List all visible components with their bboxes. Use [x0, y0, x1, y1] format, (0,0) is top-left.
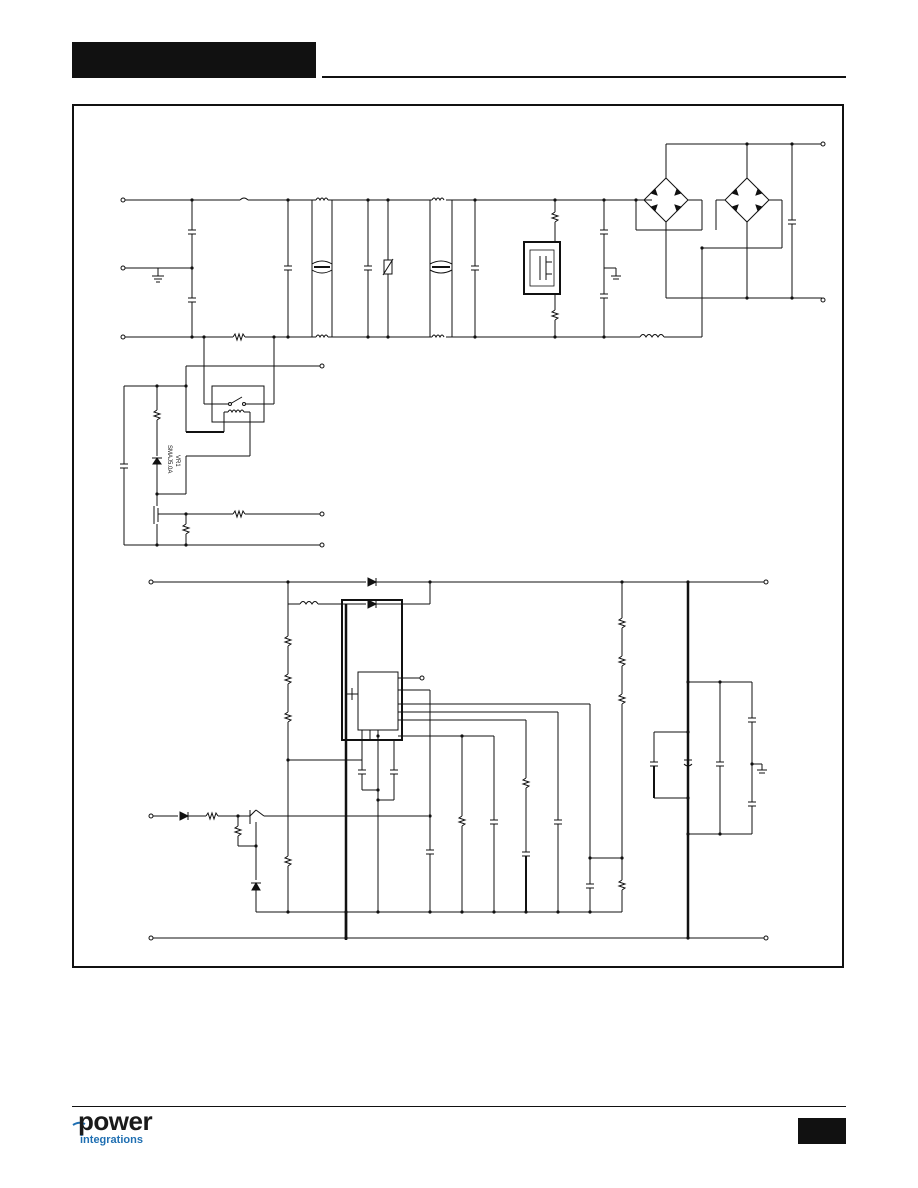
- relay-terminal: [319, 363, 325, 369]
- header-title-block: [72, 42, 316, 78]
- relay-section: VR1 SMAJ5.0A: [120, 337, 325, 548]
- inductor-boost: [299, 601, 319, 605]
- bottom-terminal-bottom-right: [763, 935, 769, 941]
- choke-1-bottom: [315, 334, 329, 339]
- choke-2-top: [431, 197, 445, 202]
- bottom-terminal-top-right: [763, 579, 769, 585]
- diode-aux: [179, 811, 190, 821]
- control-terminal: [319, 511, 325, 517]
- output-terminal-negative: [820, 297, 826, 303]
- resistor-inrush: [232, 332, 246, 342]
- zener-diode: [152, 457, 162, 465]
- relay: [211, 385, 265, 423]
- input-terminal-line: [120, 197, 126, 203]
- zener-label-1: VR1: [174, 455, 180, 467]
- resistor-discharge-bottom: [550, 309, 560, 321]
- zener-label-2: SMAJ5.0A: [166, 445, 172, 473]
- choke-2-bottom: [431, 334, 445, 339]
- company-logo: power integrations: [72, 1106, 182, 1152]
- logo-word: power: [78, 1106, 153, 1136]
- differential-choke: [639, 334, 665, 338]
- input-filter-section: [120, 141, 826, 342]
- output-terminal-positive: [820, 141, 826, 147]
- bottom-terminal-top-left: [148, 579, 154, 585]
- page-number-box: [798, 1118, 846, 1144]
- bottom-terminal-aux: [148, 813, 154, 819]
- discharge-ic: [523, 241, 561, 295]
- header-rule: [322, 76, 846, 78]
- controller-package: [341, 599, 403, 741]
- choke-1-top: [315, 197, 329, 202]
- bridge-rectifier-2: [724, 177, 770, 223]
- resistor-gate: [232, 509, 246, 519]
- controller-section: [148, 577, 769, 941]
- return-terminal: [319, 542, 325, 548]
- logo-subword: integrations: [80, 1134, 143, 1146]
- diode-boost: [367, 577, 378, 587]
- fuse: [239, 197, 249, 201]
- controller-die: [357, 671, 399, 731]
- footer-rule: [72, 1106, 846, 1107]
- input-terminal-earth: [120, 265, 126, 271]
- bottom-terminal-bottom-left: [148, 935, 154, 941]
- resistor-relay-bias: [152, 409, 162, 421]
- resistor-discharge-top: [550, 211, 560, 223]
- ic-test-terminal: [419, 675, 425, 681]
- logo-swoosh-icon: [72, 1121, 86, 1126]
- zener-aux: [251, 881, 261, 891]
- input-terminal-neutral: [120, 334, 126, 340]
- schematic-frame: [72, 104, 844, 968]
